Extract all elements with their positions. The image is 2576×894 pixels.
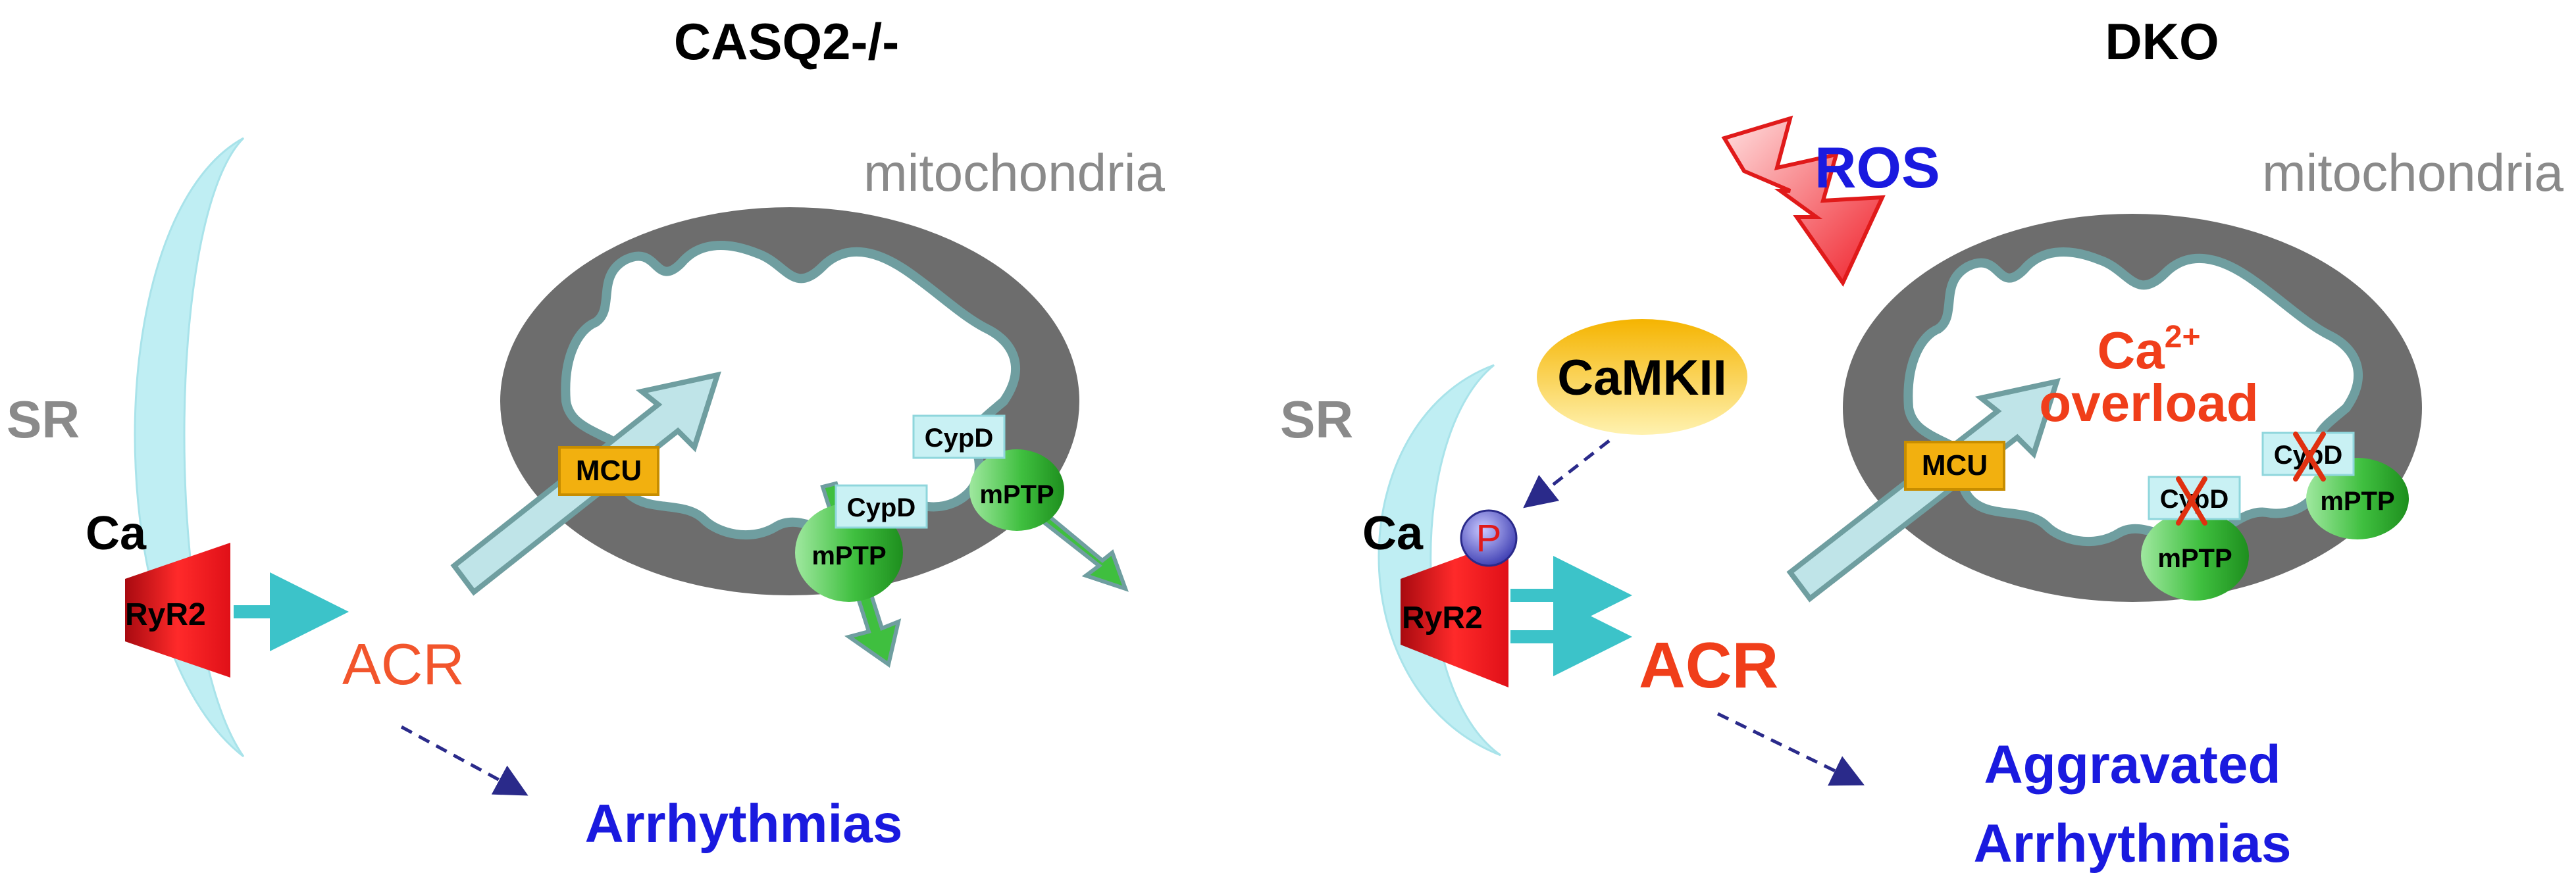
right-sr-label: SR (1280, 390, 1353, 449)
left-mcu-box (558, 446, 659, 496)
right-mcu-label: MCU (1922, 449, 1988, 482)
camkii-ellipse (1537, 319, 1747, 435)
camkii-to-p-arrow (1523, 439, 1610, 509)
left-ca-label: Ca (86, 507, 147, 560)
left-mito-cristae (561, 241, 1020, 539)
camkii-label: CaMKII (1557, 350, 1727, 406)
left-ryr2-channel (125, 543, 230, 678)
right-outcome-line1: Aggravated (1984, 735, 2280, 795)
right-panel: DKO ROS CaMKII SR Ca RyR2 P ACR Aggravat… (1280, 12, 2564, 874)
right-acr-to-arrhythmia-arrow (1716, 712, 1865, 786)
left-cypd-box-2 (912, 414, 1006, 459)
left-acr-label: ACR (342, 632, 465, 697)
right-title: DKO (2105, 12, 2219, 70)
left-cypd-label-2: CypD (925, 424, 993, 453)
ros-label: ROS (1815, 135, 1940, 200)
cypd-knockout-x-icon-2 (2293, 432, 2326, 482)
left-mptp-2 (969, 449, 1064, 531)
cypd-knockout-x-icon-1 (2176, 476, 2207, 526)
left-title: CASQ2-/- (674, 12, 899, 70)
right-sr-crescent (1378, 364, 1501, 757)
right-ryr2-label: RyR2 (1402, 601, 1483, 635)
left-panel: CASQ2-/- SR Ca RyR2 ACR Arrhythmias mito… (7, 12, 1166, 854)
left-mptp-1-label: mPTP (811, 541, 886, 570)
left-sr-label: SR (7, 390, 80, 449)
left-ryr2-label: RyR2 (125, 597, 206, 632)
right-ryr2-channel (1401, 539, 1508, 687)
right-mito-cristae (1903, 247, 2363, 546)
right-acr-label: ACR (1639, 629, 1778, 701)
phospho-p-label: P (1476, 517, 1502, 560)
ca-overload-word: overload (2039, 374, 2258, 432)
left-cypd-box-1 (835, 484, 928, 529)
left-mito-label: mitochondria (863, 143, 1166, 202)
right-outcome-line2: Arrhythmias (1973, 814, 2291, 874)
right-mptp-1 (2141, 511, 2249, 601)
right-mptp-1-label: mPTP (2157, 544, 2232, 573)
ros-lightning-icon (1721, 115, 1886, 287)
ca-overload-ca: Ca2+ (2098, 320, 2201, 380)
left-outcome: Arrhythmias (584, 794, 902, 854)
left-mptp-2-label: mPTP (979, 480, 1054, 509)
left-mcu-label: MCU (576, 455, 642, 487)
right-mptp-2 (2306, 458, 2409, 539)
right-ca-label: Ca (1362, 507, 1424, 560)
right-mito-label: mitochondria (2262, 143, 2564, 202)
phospho-p-circle (1460, 509, 1518, 567)
left-cypd-label-1: CypD (847, 493, 915, 522)
right-mptp-2-label: mPTP (2320, 487, 2394, 516)
right-mcu-box (1904, 441, 2005, 491)
left-acr-to-arrhythmia-arrow (400, 725, 528, 796)
